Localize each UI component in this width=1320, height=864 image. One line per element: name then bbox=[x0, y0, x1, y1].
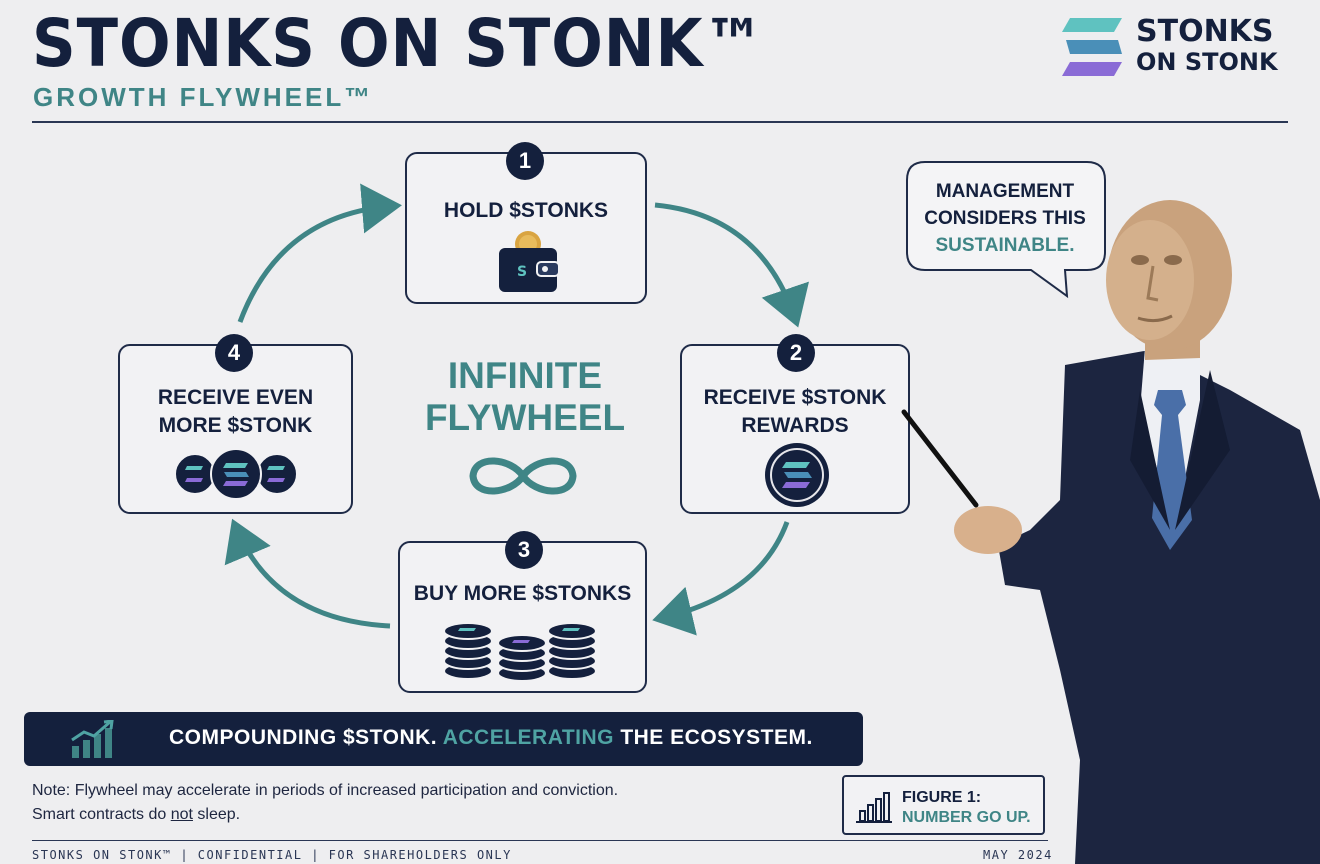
banner-text-highlight: ACCELERATING bbox=[442, 726, 614, 749]
step-2-label: RECEIVE $STONK REWARDS bbox=[703, 386, 887, 437]
stacked-s-logo-icon bbox=[1062, 18, 1122, 76]
footnote-line-2-start: Smart contracts do bbox=[32, 806, 171, 823]
arrow-3-to-4 bbox=[224, 518, 391, 629]
footer-date: MAY 2024 bbox=[983, 848, 1053, 862]
banner-text: COMPOUNDING $STONK. ACCELERATING THE ECO… bbox=[169, 726, 813, 750]
step-3-label: BUY MORE $STONKS bbox=[413, 582, 632, 605]
step-2-card: RECEIVE $STONK REWARDS bbox=[680, 344, 910, 514]
bubble-line-2: CONSIDERS THIS bbox=[924, 208, 1086, 229]
speech-bubble-text: MANAGEMENT CONSIDERS THIS SUSTAINABLE. bbox=[905, 178, 1105, 259]
footnote: Note: Flywheel may accelerate in periods… bbox=[32, 779, 618, 827]
footnote-line-2-end: sleep. bbox=[192, 806, 241, 823]
footer-text: STONKS ON STONK™ | CONFIDENTIAL | FOR SH… bbox=[32, 848, 512, 862]
infinity-icon bbox=[469, 457, 577, 495]
step-3-badge: 3 bbox=[505, 531, 543, 569]
step-4-label: RECEIVE EVEN MORE $STONK bbox=[157, 386, 314, 437]
header-divider bbox=[32, 121, 1288, 123]
figure-caption-line-1: FIGURE 1: bbox=[902, 789, 982, 806]
arrow-1-to-2 bbox=[654, 202, 810, 328]
figure-caption-line-2: NUMBER GO UP. bbox=[902, 809, 1031, 826]
bubble-line-3: SUSTAINABLE. bbox=[935, 235, 1075, 256]
step-2-badge: 2 bbox=[777, 334, 815, 372]
logo-line-1: STONKS bbox=[1136, 14, 1274, 49]
arrow-2-to-3 bbox=[652, 521, 790, 636]
footnote-line-2: Smart contracts do not sleep. bbox=[32, 803, 618, 827]
footnote-line-1: Note: Flywheel may accelerate in periods… bbox=[32, 782, 619, 799]
logo-line-2: ON STONK bbox=[1136, 48, 1278, 76]
step-4-badge: 4 bbox=[215, 334, 253, 372]
logo-wordmark: STONKS ON STONK bbox=[1136, 14, 1278, 77]
footnote-underlined-word: not bbox=[170, 806, 193, 823]
wallet-icon: S bbox=[499, 231, 560, 292]
step-1-badge: 1 bbox=[506, 142, 544, 180]
svg-text:S: S bbox=[517, 264, 527, 280]
coin-icon bbox=[765, 443, 829, 507]
banner-text-part-2: THE ECOSYSTEM. bbox=[613, 726, 813, 749]
speech-bubble bbox=[906, 161, 1106, 299]
coins-row-icon bbox=[174, 448, 298, 500]
bar-chart-icon bbox=[856, 792, 892, 823]
step-4-card: RECEIVE EVEN MORE $STONK bbox=[118, 344, 353, 514]
page-subtitle: GROWTH FLYWHEEL™ bbox=[33, 82, 374, 112]
summary-banner: COMPOUNDING $STONK. ACCELERATING THE ECO… bbox=[24, 712, 863, 766]
banner-text-part-1: COMPOUNDING $STONK. bbox=[169, 726, 443, 749]
figure-caption-box: FIGURE 1: NUMBER GO UP. bbox=[842, 775, 1045, 835]
page-title: STONKS ON STONK™ bbox=[32, 5, 766, 82]
footer-divider bbox=[32, 840, 1048, 841]
growth-chart-icon bbox=[71, 720, 114, 758]
step-1-label: HOLD $STONKS bbox=[443, 199, 609, 222]
arrow-4-to-1 bbox=[237, 183, 402, 323]
coin-stacks-icon bbox=[444, 622, 597, 681]
bubble-line-1: MANAGEMENT bbox=[935, 181, 1075, 202]
presenter-figure bbox=[901, 200, 1320, 864]
flywheel-center-title: INFINITE FLYWHEEL bbox=[424, 355, 626, 438]
figure-caption-text: FIGURE 1: NUMBER GO UP. bbox=[902, 788, 1031, 828]
